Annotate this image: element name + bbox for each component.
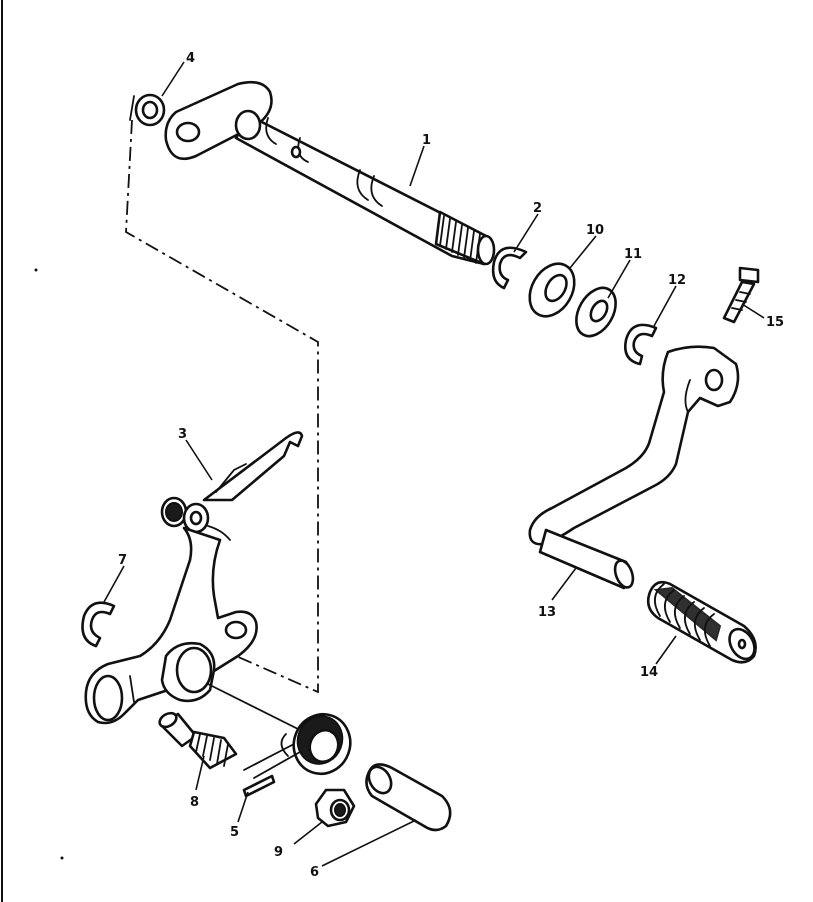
callout-labels: 1 2 3 4 5 6 7 8 9 10 11 12 13 14 15 <box>118 51 784 880</box>
part-13-shift-pedal[interactable] <box>528 345 740 590</box>
callout-8: 8 <box>190 795 199 810</box>
shift-shaft[interactable] <box>164 80 496 266</box>
assembly-line <box>125 119 319 694</box>
callout-6: 6 <box>310 865 319 880</box>
callout-7: 7 <box>118 553 127 568</box>
leader-lines <box>103 61 765 867</box>
speck <box>34 268 38 272</box>
part-4-cap[interactable] <box>129 93 166 127</box>
callout-14: 14 <box>640 665 658 680</box>
callout-11: 11 <box>624 247 642 262</box>
callout-4: 4 <box>186 51 195 66</box>
callout-15: 15 <box>766 315 784 330</box>
callout-1: 1 <box>422 133 431 148</box>
torsion-spring[interactable] <box>243 706 359 782</box>
callout-2: 2 <box>533 201 542 216</box>
callout-10: 10 <box>586 223 604 238</box>
callout-5: 5 <box>230 825 239 840</box>
part-2-circlip[interactable] <box>491 246 528 290</box>
part-11-washer[interactable] <box>568 281 623 343</box>
shift-arm[interactable] <box>84 526 258 725</box>
part-5-pin[interactable] <box>242 774 276 798</box>
speck <box>60 856 64 860</box>
part-3-shift-lever[interactable] <box>160 431 304 541</box>
part-10-washer[interactable] <box>521 256 584 324</box>
part-15-bolt[interactable] <box>722 266 760 324</box>
part-14-pedal-rubber[interactable] <box>646 580 759 664</box>
part-9-nut[interactable] <box>314 788 356 828</box>
part-6-sleeve[interactable] <box>364 763 452 832</box>
callout-13: 13 <box>538 605 556 620</box>
part-12-circlip[interactable] <box>624 323 658 366</box>
spring-guide-line <box>207 683 305 733</box>
part-7-circlip[interactable] <box>81 601 116 648</box>
callout-9: 9 <box>274 845 283 860</box>
callout-3: 3 <box>178 427 187 442</box>
callout-12: 12 <box>668 273 686 288</box>
part-8-pin[interactable] <box>157 710 238 770</box>
